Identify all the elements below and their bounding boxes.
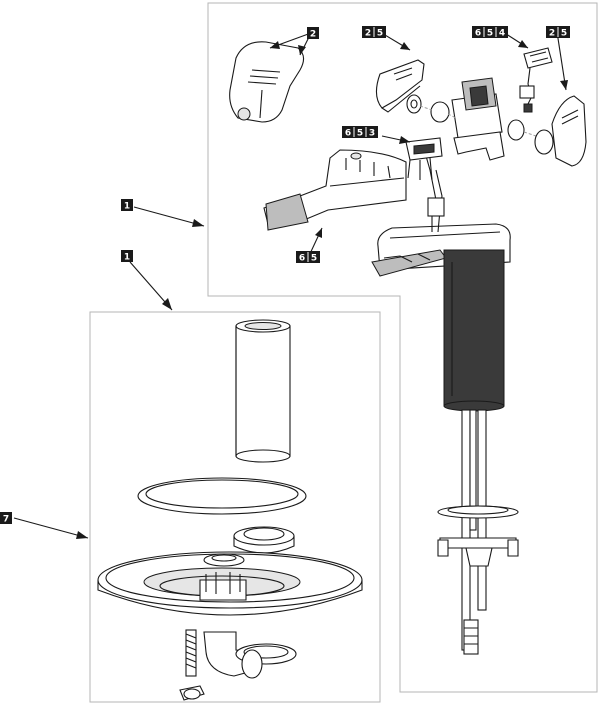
sensor-module	[405, 137, 443, 181]
callout-cell: 3	[369, 129, 375, 139]
gasket-ring	[137, 477, 307, 515]
sleeve-tube	[235, 319, 291, 463]
callout-c-653: 6 5 3	[342, 126, 378, 139]
callout-cell: 5	[311, 254, 317, 264]
callout-c-654: 6 5 4	[472, 26, 508, 39]
callout-cell: 2	[310, 30, 316, 40]
callout-cell: 6	[475, 29, 481, 39]
threaded-collar	[233, 526, 295, 554]
callout-cell: 1	[124, 253, 130, 263]
callout-c-1-upper: 1	[121, 199, 133, 212]
callout-cell: 4	[499, 29, 505, 39]
callout-cell: 5	[357, 129, 363, 139]
callout-c-65: 6 5	[296, 251, 320, 264]
callout-c-1-lower: 1	[121, 250, 133, 263]
callout-cell: 6	[299, 254, 305, 264]
callout-c-25-b: 2 5	[546, 26, 570, 39]
upper-assembly-frame	[207, 2, 598, 693]
valve-assembly	[406, 77, 537, 161]
callout-cell: 2	[549, 29, 555, 39]
drain-elbow	[203, 631, 297, 679]
callout-cell: 5	[561, 29, 567, 39]
spout-body	[263, 149, 407, 231]
callout-cell: 5	[487, 29, 493, 39]
callout-c-2-top: 2	[307, 27, 319, 40]
lower-assembly-frame	[89, 311, 381, 703]
faucet-body	[371, 155, 519, 655]
left-end-cap	[375, 59, 425, 113]
callout-c-25-a: 2 5	[362, 26, 386, 39]
callout-cell: 5	[377, 29, 383, 39]
connector-harness	[519, 47, 553, 113]
mounting-clip	[199, 553, 247, 601]
leader-arrowheads	[76, 40, 568, 539]
callout-cell: 7	[3, 515, 9, 525]
callout-c-7: 7	[0, 512, 12, 525]
callout-cell: 1	[124, 202, 130, 212]
top-cover	[229, 41, 305, 123]
right-end-cap	[534, 95, 587, 167]
callout-cell: 2	[365, 29, 371, 39]
threaded-rod	[179, 629, 205, 701]
callout-cell: 6	[345, 129, 351, 139]
